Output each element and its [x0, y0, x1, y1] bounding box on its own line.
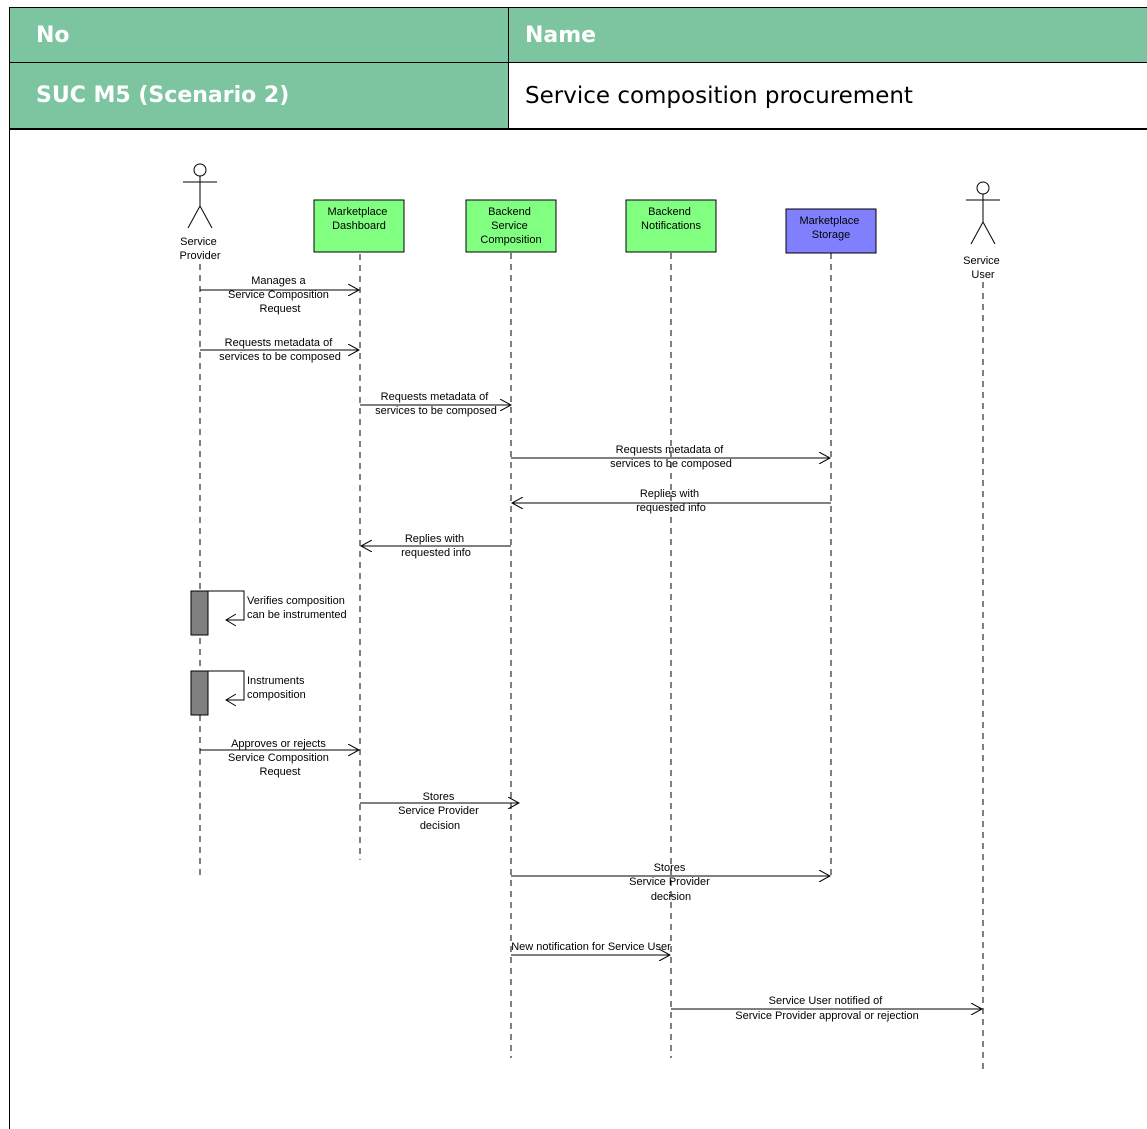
- self-arrow-head-verifies: [225, 613, 237, 627]
- self-arrow-head-instruments: [225, 693, 237, 707]
- actor-service-user: [966, 181, 1000, 245]
- box-backend-service-composition: [465, 199, 557, 253]
- activation-instruments: [190, 670, 209, 716]
- activation-verifies: [190, 590, 209, 636]
- msg-user-notified: Service User notified of Service Provide…: [735, 995, 918, 1022]
- self-arrow-verifies: [208, 590, 245, 621]
- msg-stores-decision-1: Stores Service Provider decision: [398, 791, 482, 832]
- msg-stores-decision-2: Stores Service Provider decision: [629, 862, 713, 903]
- actor-label-service-provider: Service Provider: [180, 236, 221, 262]
- header-name: Name: [508, 7, 1147, 63]
- msg-verifies-composition: Verifies composition can be instrumented: [247, 595, 348, 621]
- box-marketplace-storage: [785, 208, 877, 254]
- box-marketplace-dashboard: [313, 199, 405, 253]
- msg-requests-metadata-1: Requests metadata of services to be comp…: [219, 337, 341, 363]
- use-case-title: Service composition procurement: [508, 63, 1147, 129]
- msg-requests-metadata-2: Requests metadata of services to be comp…: [375, 391, 497, 417]
- msg-requests-metadata-3: Requests metadata of services to be comp…: [610, 444, 732, 470]
- box-label-marketplace-storage: Marketplace Storage: [800, 215, 863, 241]
- self-arrow-instruments: [208, 670, 245, 701]
- box-backend-notifications: [625, 199, 717, 253]
- msg-replies-2: Replies with requested info: [401, 533, 471, 559]
- msg-instruments-composition: Instruments composition: [247, 675, 308, 701]
- box-label-marketplace-dashboard: Marketplace Dashboard: [328, 206, 391, 232]
- msg-new-notification: New notification for Service User: [511, 941, 671, 953]
- header-no: No: [9, 7, 508, 63]
- use-case-id: SUC M5 (Scenario 2): [9, 63, 508, 129]
- msg-manages-request: Manages a Service Composition Request: [228, 275, 332, 315]
- box-label-backend-notifications: Backend Notifications: [641, 206, 701, 232]
- actor-service-provider: [183, 163, 217, 229]
- actor-label-service-user: Service User: [963, 255, 1003, 281]
- diagram-cell: [9, 129, 1147, 1129]
- msg-replies-1: Replies with requested info: [636, 488, 706, 514]
- box-label-backend-service-composition: Backend Service Composition: [480, 206, 541, 246]
- msg-approves-rejects: Approves or rejects Service Composition …: [228, 738, 332, 778]
